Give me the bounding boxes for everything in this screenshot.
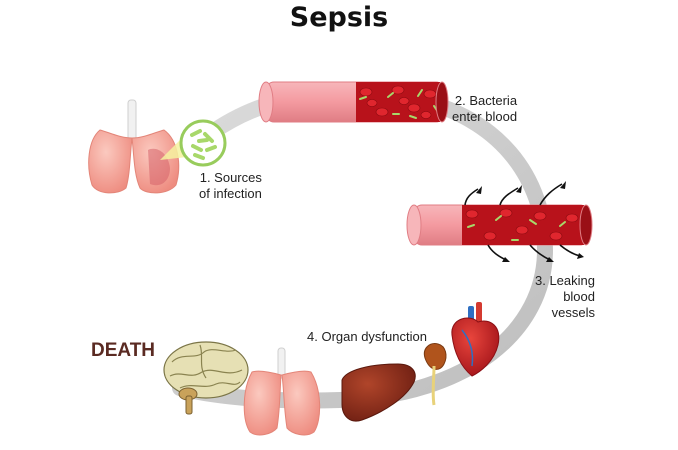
infected-lungs xyxy=(88,99,180,194)
brain-icon xyxy=(163,341,249,415)
page-title: Sepsis xyxy=(289,2,389,33)
step-2-label: 2. Bacteria enter blood xyxy=(452,93,518,124)
step-3-label: 3. Leaking blood vessels xyxy=(535,273,595,320)
kidney-icon xyxy=(423,343,447,406)
death-label: DEATH xyxy=(91,340,156,361)
step-1-label: 1. Sources of infection xyxy=(199,170,262,201)
liver-icon xyxy=(341,363,416,422)
blood-vessel-bacteria xyxy=(258,81,449,123)
bacteria-magnifier-icon xyxy=(160,119,227,167)
step-4-label: 4. Organ dysfunction xyxy=(307,329,427,344)
leaking-blood-vessel xyxy=(406,181,593,262)
lungs-icon xyxy=(243,347,321,436)
heart-icon xyxy=(451,302,500,377)
